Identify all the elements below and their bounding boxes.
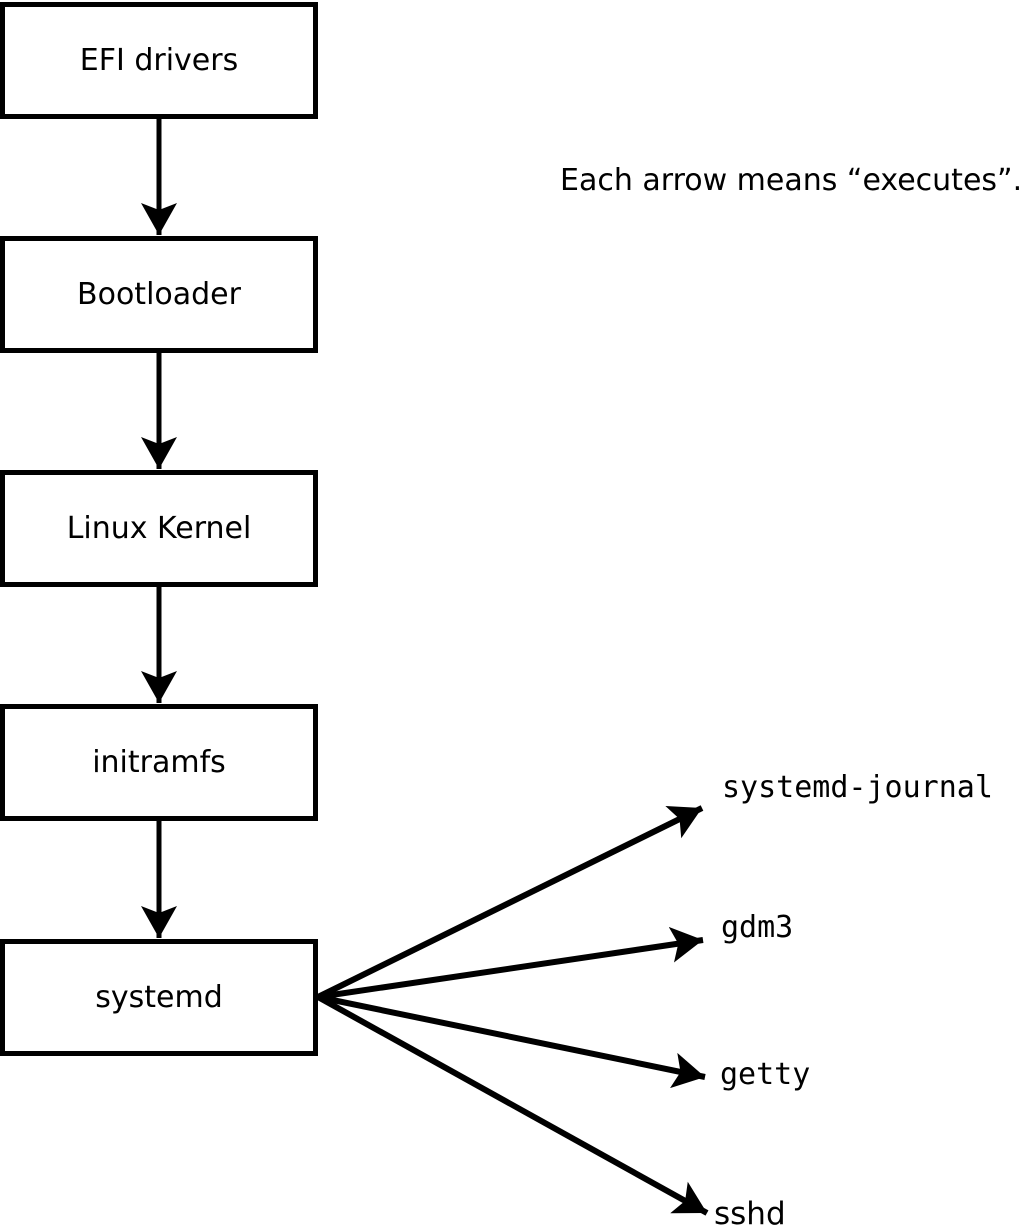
arrow-systemd-to-gdm3 <box>317 926 704 1000</box>
node-label: initramfs <box>92 744 226 780</box>
arrow-systemd-to-sshd <box>316 994 709 1216</box>
legend-note: Each arrow means “executes”. <box>560 163 1023 198</box>
label-sshd: sshd <box>714 1196 786 1230</box>
node-label: Linux Kernel <box>66 510 252 546</box>
arrow-systemd-to-getty <box>317 994 706 1089</box>
node-initramfs: initramfs <box>0 704 318 821</box>
node-label: systemd <box>95 979 223 1015</box>
node-label: Bootloader <box>77 276 241 312</box>
node-efi-drivers: EFI drivers <box>0 2 318 119</box>
node-systemd: systemd <box>0 939 318 1056</box>
node-label: EFI drivers <box>79 42 239 78</box>
arrow-systemd-to-journal <box>316 805 704 1000</box>
node-linux-kernel: Linux Kernel <box>0 470 318 587</box>
label-gdm3: gdm3 <box>721 910 794 945</box>
node-bootloader: Bootloader <box>0 236 318 353</box>
label-systemd-journal: systemd-journal <box>722 770 993 805</box>
label-getty: getty <box>720 1057 811 1092</box>
